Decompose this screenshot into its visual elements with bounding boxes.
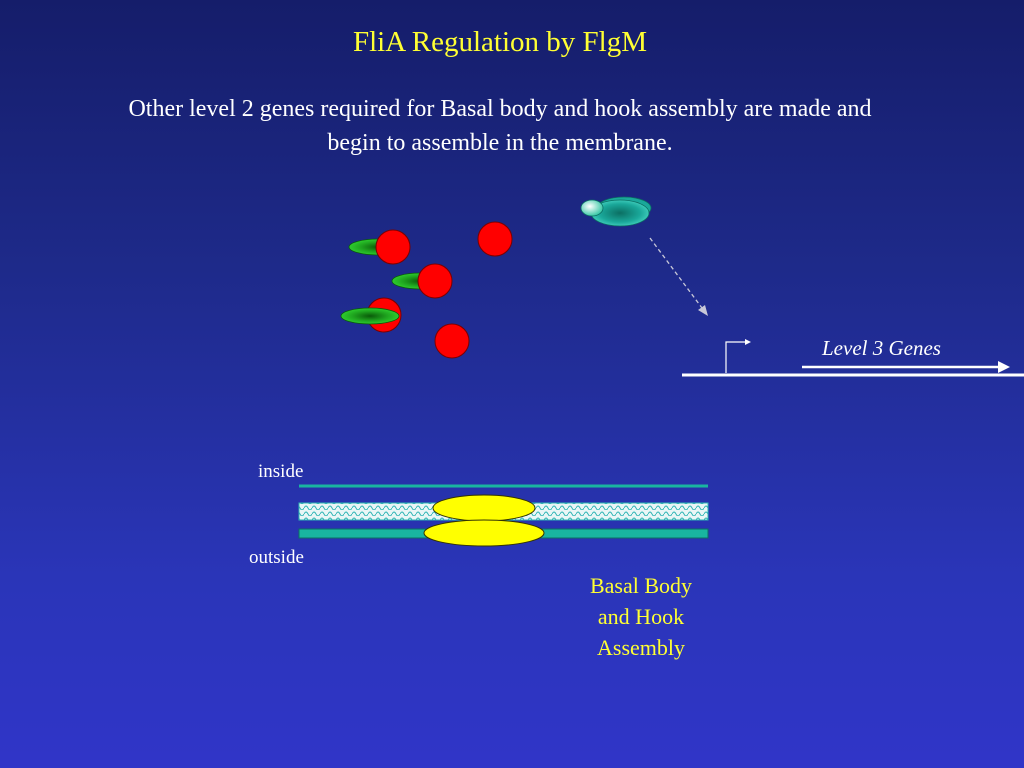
slide-title: FliA Regulation by FlgM [352,26,648,58]
basal-body-lower [423,519,545,547]
basal-body-label-line-2: and Hook [597,604,685,629]
promoter-arrow-head [745,339,751,345]
basal-body-upper [432,494,536,522]
flgm-red-2 [417,263,453,299]
sigma-subunit-small [580,199,604,217]
flgm-red-free-2 [434,323,470,359]
promoter-arrow [725,341,748,373]
slide-subtitle: Other level 2 genes required for Basal b… [128,96,872,156]
basal-body-label-line-1: Basal Body [589,573,693,598]
basal-body-label: Basal Body and Hook Assembly [560,570,722,663]
basal-body-label-line-3: Assembly [597,635,685,660]
flgm-red-1 [375,229,411,265]
dashed-arrow-line [649,237,703,309]
outside-label: outside [249,547,304,568]
flia-sigma-green-3 [340,307,400,325]
level3-genes-label: Level 3 Genes [822,336,941,360]
flgm-red-free-1 [477,221,513,257]
inside-label: inside [258,461,304,482]
dashed-arrow-head [698,305,708,316]
transcription-arrow-head [998,361,1010,373]
